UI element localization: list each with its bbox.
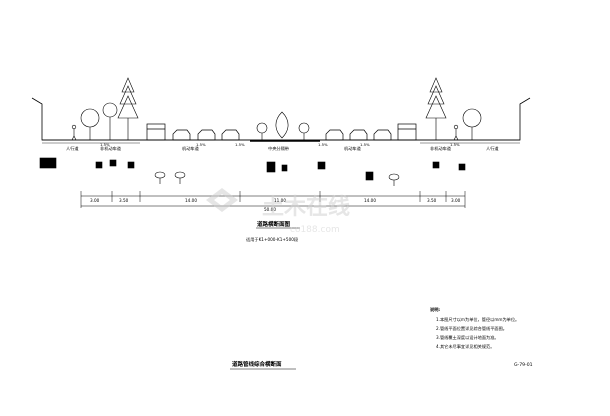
dimension-value: 14.00 (185, 198, 197, 203)
watermark-logo-icon (206, 188, 238, 212)
lane-label-right-bike: 非机动车道 (430, 145, 452, 152)
sheet-number: G-79-01 (514, 362, 533, 368)
lane-label-left-bike: 非机动车道 (100, 145, 122, 152)
section-label: 道路横断面图 (257, 220, 291, 228)
watermark-text: 土木在线 (262, 194, 350, 220)
lane-labels: 人行道 非机动车道 机动车道 中央分隔带 机动车道 非机动车道 人行道 (66, 145, 499, 152)
bus-icon (146, 123, 417, 141)
watermark: 土木在线 co188.com (206, 188, 350, 235)
total-width: 50.00 (264, 207, 276, 212)
dimension-value: 11.00 (274, 198, 286, 203)
road-profile (31, 97, 531, 144)
dimension-value: 3.50 (427, 198, 437, 203)
note-line: 3.管线覆土深度以设计地面为准。 (436, 334, 499, 341)
notes-block: 说明: 1.本图尺寸以m为单位，管径以mm为单位。 2.管线平面位置详见综合管线… (430, 306, 519, 350)
dimension-labels: 3.00 3.50 14.00 11.00 14.00 3.50 3.00 50… (90, 198, 461, 212)
dimension-value: 3.00 (90, 198, 100, 203)
slope-label: 1.5% (196, 142, 206, 147)
watermark-url: co188.com (290, 225, 340, 235)
lane-label-median: 中央分隔带 (268, 145, 289, 152)
lane-label-right-motor: 机动车道 (344, 145, 362, 152)
dimension-value: 3.50 (119, 198, 129, 203)
utility-pipes (39, 157, 466, 186)
lane-label-right-walk: 人行道 (486, 145, 499, 152)
note-line: 1.本图尺寸以m为单位，管径以mm为单位。 (436, 316, 519, 323)
slope-label: 1.5% (318, 142, 328, 147)
section-subtitle: 适用于K1+000-K1+500段 (246, 236, 299, 243)
slope-label: 1.5% (450, 142, 460, 147)
note-line: 4.其它未尽事宜详见相关规范。 (436, 343, 494, 350)
slope-labels: 1.5% 1.5% 1.5% 1.5% 1.5% 1.5% (100, 142, 460, 147)
dimension-value: 3.00 (451, 198, 461, 203)
lane-label-left-motor: 机动车道 (182, 145, 200, 152)
slope-label: 1.5% (100, 142, 110, 147)
tree-icon (256, 111, 310, 140)
slope-label: 1.5% (360, 142, 370, 147)
lane-label-left-walk: 人行道 (66, 145, 79, 152)
notes-title: 说明: (430, 306, 440, 313)
dimension-line (80, 191, 466, 208)
pedestrian-icon (71, 124, 459, 141)
car-icon (172, 129, 392, 141)
slope-label: 1.5% (235, 142, 245, 147)
drawing-title: 道路管线综合横断面 (232, 360, 282, 368)
dimension-value: 14.00 (364, 198, 376, 203)
tree-icon (80, 77, 139, 140)
note-line: 2.管线平面位置详见综合管线平面图。 (436, 325, 507, 332)
tree-icon (425, 77, 482, 140)
